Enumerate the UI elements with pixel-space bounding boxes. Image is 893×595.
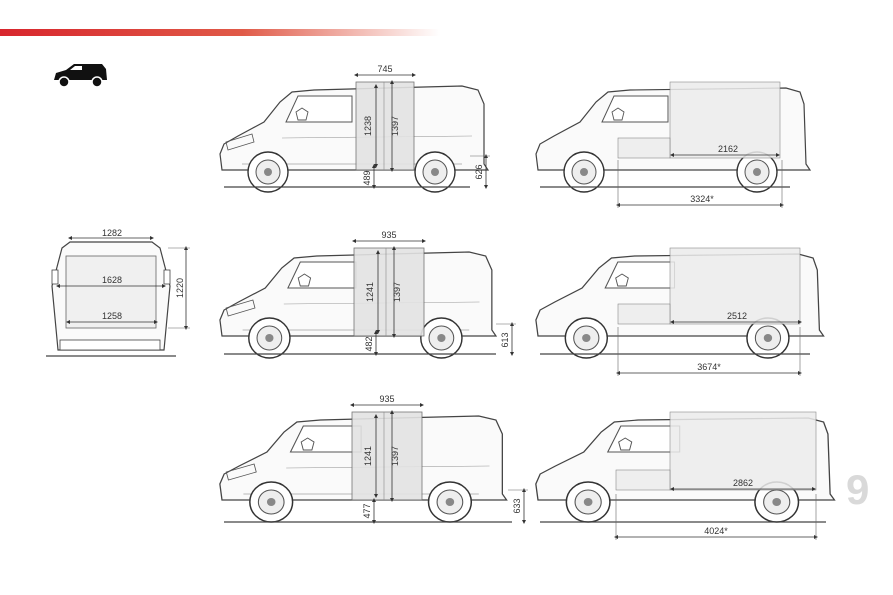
side-1-sill: 489 — [362, 170, 372, 185]
cargo-3-floor-length: 2862 — [733, 478, 753, 488]
side-3-door-width: 935 — [379, 394, 394, 404]
side-2-sill: 482 — [364, 336, 374, 351]
cargo-2-load-length: 3674* — [697, 362, 721, 372]
cargo-1-load-length: 3324* — [690, 194, 714, 204]
side-1-height: 1397 — [390, 116, 400, 136]
rear-height: 1220 — [175, 278, 185, 298]
cargo-view-2: 2512 3674* — [535, 247, 825, 376]
side-view-1: 745 1238 1397 489 626 — [219, 64, 490, 193]
side-view-2: 935 1241 1397 482 613 — [219, 230, 516, 359]
side-3-sill: 477 — [362, 503, 372, 518]
vehicle-icon — [54, 64, 107, 88]
side-3-door-height: 1241 — [363, 446, 373, 466]
side-3-height: 1397 — [390, 446, 400, 466]
cargo-view-3: 2862 4024* — [535, 411, 836, 540]
side-2-height: 1397 — [392, 282, 402, 302]
rear-view-drawing: 1282 1628 1258 1220 — [46, 228, 190, 357]
cargo-2-floor-length: 2512 — [727, 311, 747, 321]
side-1-door-width: 745 — [377, 64, 392, 74]
side-1-door-height: 1238 — [363, 116, 373, 136]
side-3-floor: 633 — [512, 498, 522, 513]
side-1-floor: 626 — [474, 164, 484, 179]
page-number: 9 — [846, 466, 870, 513]
rear-arch-width: 1628 — [102, 275, 122, 285]
side-view-3: 935 1241 1397 477 633 — [219, 394, 528, 524]
cargo-1-floor-length: 2162 — [718, 144, 738, 154]
cargo-3-load-length: 4024* — [704, 526, 728, 536]
side-2-floor: 613 — [500, 332, 510, 347]
side-2-door-width: 935 — [381, 230, 396, 240]
rear-top-width: 1282 — [102, 228, 122, 238]
side-2-door-height: 1241 — [365, 282, 375, 302]
rear-door-width: 1258 — [102, 311, 122, 321]
header-accent-bar — [0, 29, 440, 36]
cargo-view-1: 2162 3324* — [535, 81, 811, 208]
